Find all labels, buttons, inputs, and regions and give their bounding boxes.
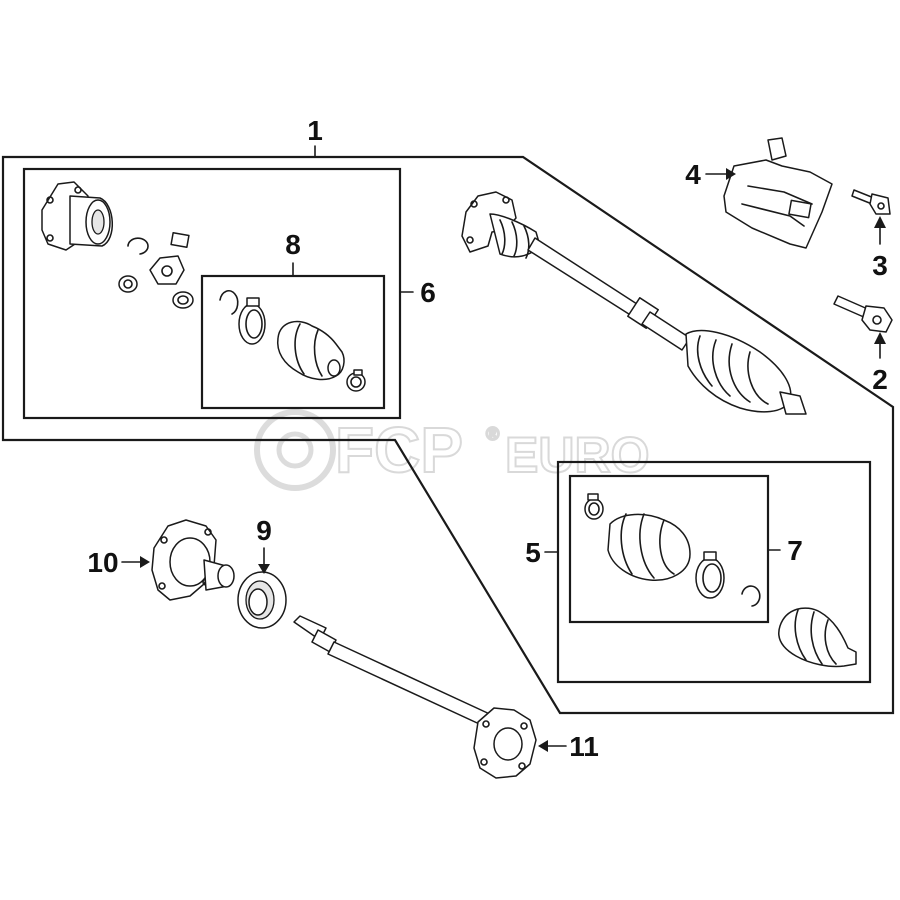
circlip-part <box>127 237 149 255</box>
callout-10-arrow <box>121 556 150 568</box>
retaining-ring-part <box>172 291 194 309</box>
outer-joint-kit-frame <box>22 167 402 420</box>
boot-circlip-part <box>219 290 239 315</box>
callout-4-arrow <box>705 168 736 180</box>
callout-5-label: 5 <box>525 537 541 568</box>
small-boot-clamp-part <box>346 369 366 392</box>
callout-10-label: 10 <box>87 547 118 578</box>
watermark-brand: FCP <box>335 414 463 486</box>
callout-3-label: 3 <box>872 250 888 281</box>
spider-hub-part <box>149 231 190 285</box>
callout-6-label: 6 <box>420 277 436 308</box>
large-boot-clamp-part <box>238 297 266 345</box>
bolt-3-part <box>851 189 891 215</box>
watermark-logo-core <box>276 431 314 469</box>
inner-boot-clamp-large-part <box>695 551 725 599</box>
watermark: FCP ® EURO <box>254 409 650 491</box>
callout-11-label: 11 <box>569 731 599 762</box>
callout-7-label: 7 <box>787 535 803 566</box>
inner-boot-clamp-small-part <box>584 493 604 520</box>
inner-circlip-part <box>741 585 761 607</box>
callout-11-arrow <box>538 740 567 752</box>
heat-shield-cover-part <box>723 137 833 249</box>
inner-cv-boot-part <box>607 513 691 581</box>
oil-seal-part <box>237 571 287 629</box>
callout-3-arrow <box>874 216 886 245</box>
axle-shaft-part <box>293 615 537 779</box>
drive-flange-part <box>151 519 235 601</box>
joint-housing-part <box>41 181 114 251</box>
bolt-2-part <box>833 295 893 333</box>
callout-2-arrow <box>874 332 886 359</box>
small-bearing-part <box>118 275 138 293</box>
callout-9-label: 9 <box>256 515 272 546</box>
inner-boot-kit-frame <box>568 474 770 624</box>
watermark-logo-ring <box>254 409 336 491</box>
callout-2-label: 2 <box>872 364 888 395</box>
drive-shaft-assembly-part <box>461 191 807 415</box>
callout-1-label: 1 <box>307 115 323 146</box>
watermark-suffix: EURO <box>505 427 649 483</box>
axle-assembly-frame <box>1 155 895 715</box>
callout-4-label: 4 <box>685 159 701 190</box>
inner-joint-kit-frame <box>556 460 872 684</box>
callout-9-arrow <box>258 547 270 574</box>
inner-joint-part <box>778 607 857 668</box>
outer-cv-boot-part <box>276 320 345 381</box>
watermark-mark: ® <box>486 424 499 444</box>
callout-8-label: 8 <box>285 229 301 260</box>
